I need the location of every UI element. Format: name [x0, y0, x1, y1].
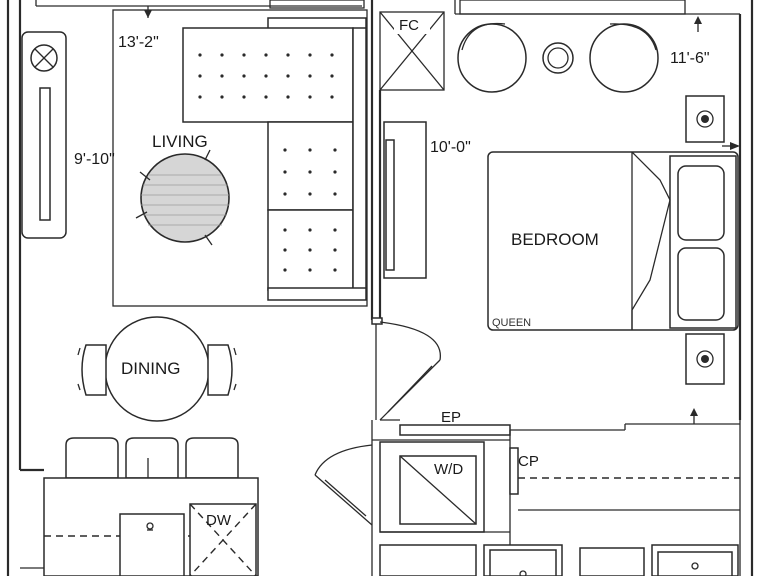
- bedroom-door: [371, 317, 441, 421]
- electrical-panel-label: EP: [441, 409, 461, 426]
- kitchen-counter: [43, 477, 259, 576]
- dining-set: [77, 316, 237, 422]
- nightstand-bottom: [685, 333, 725, 385]
- nightstand-top: [685, 95, 725, 143]
- coat-closet-label: CP: [518, 453, 539, 470]
- dishwasher-label: DW: [206, 512, 232, 529]
- window-living: [269, 0, 365, 9]
- queen-bed: [487, 142, 740, 331]
- exterior-walls: [6, 0, 754, 576]
- bed-size-label: QUEEN: [492, 317, 531, 329]
- living-area: [112, 6, 368, 307]
- living-length-dimension: 9'-10": [74, 151, 115, 168]
- washer-dryer-label: W/D: [434, 461, 463, 478]
- living-label: LIVING: [152, 132, 208, 151]
- coat-closet: [509, 408, 740, 545]
- fan-coil-closet: [379, 11, 445, 91]
- bedroom-length-dimension: 10'-0": [430, 139, 471, 156]
- bedroom-width-dimension: 11'-6": [670, 50, 710, 67]
- fan-coil-label: FC: [399, 17, 419, 34]
- entry-door: [314, 444, 373, 526]
- tv-console: [21, 31, 67, 239]
- coffee-table: [135, 149, 230, 246]
- washer-dryer: [379, 441, 510, 533]
- bar-stools: [65, 437, 239, 492]
- partition-wall: [370, 0, 427, 320]
- sectional-sofa: [182, 17, 367, 301]
- living-width-dimension: 13'-2": [118, 34, 159, 51]
- sofa-cushion-dots: [198, 53, 337, 272]
- window-bedroom: [459, 0, 686, 15]
- bathroom-fixtures: [379, 544, 739, 576]
- bedroom-chairs: [457, 16, 702, 93]
- bedroom-label: BEDROOM: [511, 230, 599, 249]
- dining-label: DINING: [121, 359, 181, 378]
